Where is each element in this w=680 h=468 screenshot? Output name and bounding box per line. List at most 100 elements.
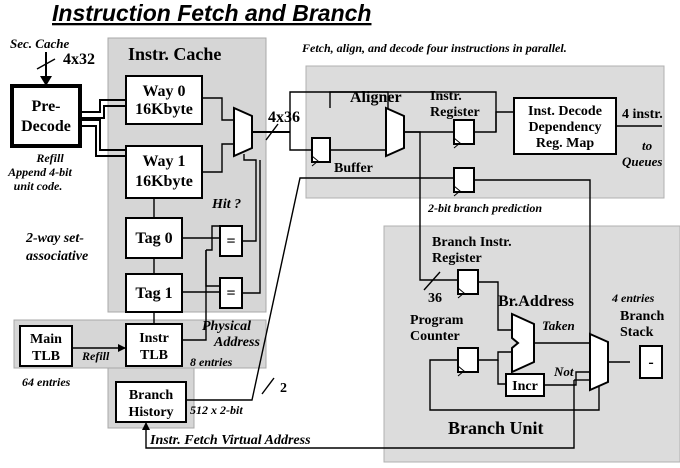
instr-cache-title: Instr. Cache <box>128 44 221 64</box>
bh-to-prediction <box>186 177 454 401</box>
assoc-label-2: associative <box>26 249 88 264</box>
way0-label-2: 16Kbyte <box>135 101 193 118</box>
branch-stack-label-2: Stack <box>620 325 654 340</box>
fetch-vaddr-arrow <box>142 422 150 430</box>
predecode-to-way1-a <box>80 119 126 151</box>
way-select-mux <box>233 106 253 158</box>
branch-unit-label: Branch Unit <box>448 418 544 438</box>
aligner-to-branch-reg <box>404 131 458 281</box>
instr-tlb-label-2: TLB <box>140 348 168 363</box>
branch-ireg-label-2: Register <box>432 251 482 266</box>
pc-to-adder <box>478 351 512 361</box>
branch-history-label-1: Branch <box>129 388 174 403</box>
branch-ireg-clock <box>457 287 465 299</box>
way1-label-1: Way 1 <box>142 153 185 170</box>
taken-label: Taken <box>542 318 575 333</box>
branch-history-box <box>115 381 187 423</box>
prediction-clock <box>453 185 461 197</box>
way0-to-mux <box>202 97 234 121</box>
to-queues-1: to <box>642 138 653 153</box>
bus-36-slash <box>423 271 441 291</box>
instr-tlb-to-comparators <box>182 250 207 341</box>
way1-label-2: 16Kbyte <box>135 173 193 190</box>
comparator-1-label: = <box>226 285 235 302</box>
four-instr-label: 4 instr. <box>622 107 663 122</box>
tag1-label: Tag 1 <box>135 285 172 302</box>
main-tlb-label-2: TLB <box>32 349 60 364</box>
bh-bus-slash <box>261 377 275 395</box>
way0-label-1: Way 0 <box>142 83 185 100</box>
instr-tlb-label-1: Instr <box>139 331 169 346</box>
pc-label-1: Program <box>410 313 464 328</box>
predecode-to-way1-b <box>80 125 126 157</box>
buffer-clock <box>311 155 319 167</box>
hit1-to-mux <box>242 160 261 294</box>
sec-cache-bus-width: 4x32 <box>63 51 95 68</box>
tlb-64-label: 64 entries <box>22 375 71 389</box>
way1-box <box>125 145 203 199</box>
title: Instruction Fetch and Branch <box>52 0 371 26</box>
predecode-to-way0-a <box>80 99 126 113</box>
phys-to-comparator-0 <box>206 225 220 251</box>
hit0-to-mux <box>242 154 257 242</box>
tag0-label: Tag 0 <box>135 230 172 247</box>
comparator-0-label: = <box>226 233 235 250</box>
branch-history-label-2: History <box>128 405 173 420</box>
sec-cache-arrow <box>40 76 52 86</box>
branch-adder <box>511 312 535 374</box>
pc-to-incr <box>497 360 506 385</box>
assoc-label-1: 2-way set- <box>25 231 84 246</box>
decode-label-2: Dependency <box>528 120 601 135</box>
main-tlb-box <box>19 325 73 367</box>
aligner-mux <box>385 106 405 158</box>
br-address-label: Br.Address <box>498 293 574 310</box>
phys-label-2: Address <box>213 335 260 350</box>
tlb-8-label: 8 entries <box>190 355 233 369</box>
decode-label-3: Reg. Map <box>536 136 595 151</box>
predecode-to-way0-b <box>80 105 126 119</box>
instr-tlb-box <box>125 323 183 367</box>
branch-stack-box <box>639 345 663 379</box>
to-queues-2: Queues <box>622 154 662 169</box>
hit-label: Hit ? <box>211 197 241 212</box>
branch-stack-mark: - <box>648 354 653 371</box>
incr-to-mux <box>544 371 590 386</box>
mux-to-buffer <box>289 132 312 151</box>
bh-bus-label: 2 <box>280 381 287 396</box>
fetch-vaddr-wire <box>145 380 575 449</box>
refill-note-3: unit code. <box>14 179 63 193</box>
stack-entries-label: 4 entries <box>611 291 655 305</box>
refill-note-2: Append 4-bit <box>7 165 72 179</box>
ireg-label-2: Register <box>430 105 480 120</box>
branch-stack-label-1: Branch <box>620 309 665 324</box>
not-label: Not <box>553 364 574 379</box>
pc-clock <box>457 365 465 377</box>
prediction-to-branch-mux <box>474 179 591 342</box>
ireg-label-1: Instr. <box>430 89 462 104</box>
pc-label-2: Counter <box>410 329 460 344</box>
bp-label: 2-bit branch prediction <box>427 201 542 215</box>
bus-36-label: 36 <box>428 291 442 306</box>
main-tlb-label-1: Main <box>30 332 62 347</box>
fetch-note: Fetch, align, and decode four instructio… <box>301 41 567 55</box>
decode-label-1: Inst. Decode <box>528 104 602 119</box>
buffer-label: Buffer <box>334 161 373 176</box>
refill-note-1: Refill <box>35 151 64 165</box>
branch-ireg-to-adder <box>478 281 512 331</box>
fetch-vaddr-label: Instr. Fetch Virtual Address <box>149 433 311 448</box>
phys-label-1: Physical <box>202 319 251 334</box>
way1-to-mux <box>202 143 234 173</box>
predecode-label-2: Decode <box>21 118 71 135</box>
ireg-feedback <box>329 91 497 132</box>
branch-ireg-label-1: Branch Instr. <box>432 235 512 250</box>
next-pc-mux <box>589 332 609 392</box>
sec-cache-bus-slash <box>36 58 56 70</box>
ireg-clock <box>453 137 461 149</box>
bus-4x36-label: 4x36 <box>268 109 300 126</box>
predecode-box <box>10 84 82 148</box>
incr-label: Incr <box>512 379 538 394</box>
sec-cache-label: Sec. Cache <box>10 36 69 51</box>
mux-to-pc-feedback <box>429 359 600 411</box>
